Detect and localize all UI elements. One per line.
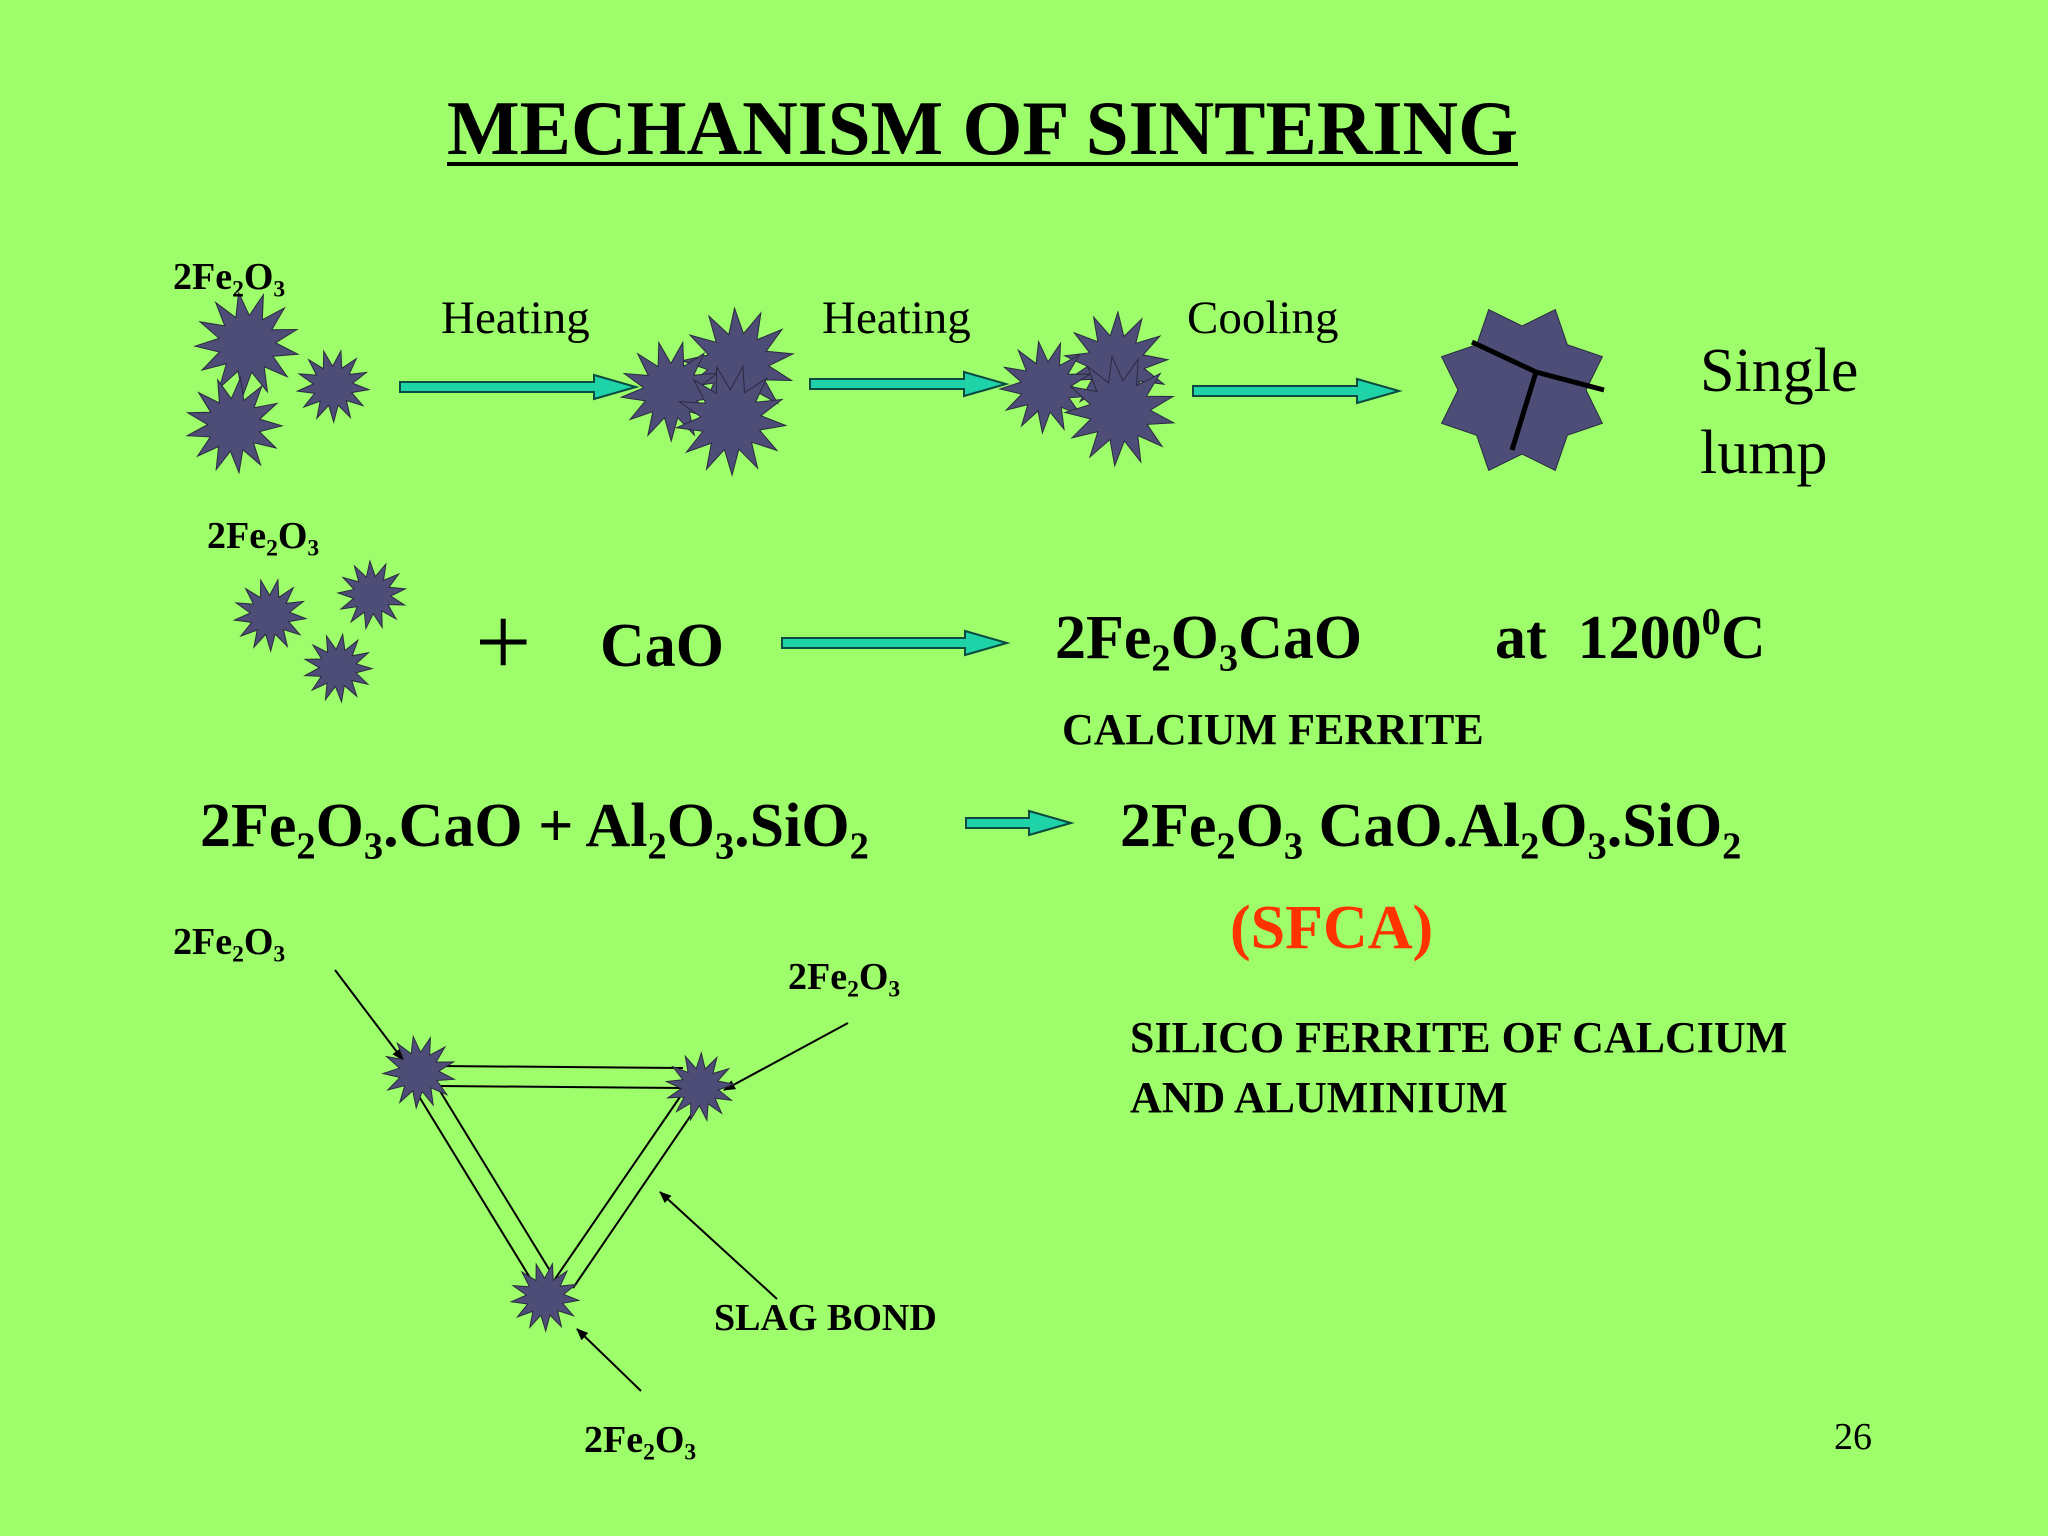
diagram-label-top-left: 2Fe2O3 <box>173 921 286 968</box>
step-heating-1-label: Heating <box>441 292 590 344</box>
particle-icon <box>509 1261 581 1333</box>
slag-bond-line <box>554 1093 683 1280</box>
particle-icon <box>998 339 1093 435</box>
diagram-label-top-right: 2Fe2O3 <box>788 956 901 1003</box>
plus-sign: + <box>475 586 532 697</box>
particle-icon <box>303 632 374 704</box>
cooling-arrow <box>1192 377 1403 405</box>
particle-icon <box>1063 354 1176 468</box>
pointer-arrow-bottom <box>576 1328 642 1392</box>
heating-arrow-2 <box>809 370 1010 398</box>
particle-icon <box>185 375 284 475</box>
particle-icon <box>674 364 788 477</box>
slag-bond-line <box>439 1085 684 1089</box>
particle-icon <box>193 290 300 398</box>
slag-bond-line <box>431 1077 553 1275</box>
slag-bond-label: SLAG BOND <box>714 1297 937 1339</box>
reaction-arrow-sfca <box>965 809 1075 837</box>
pointer-arrow-top-right <box>723 1022 849 1091</box>
pointer-arrow-top-left <box>334 969 404 1061</box>
pointer-arrow-slag-bond <box>659 1191 778 1300</box>
slag-bond-line <box>572 1101 701 1289</box>
reactant-cao: CaO <box>600 612 724 680</box>
slag-bond-line <box>439 1065 684 1069</box>
particle-icon <box>336 559 408 631</box>
page-number: 26 <box>1834 1416 1872 1458</box>
particle-icon <box>232 578 308 653</box>
calcium-ferrite-formula: 2Fe2O3CaO <box>1055 604 1363 680</box>
particle-icon <box>664 1051 736 1123</box>
row1-formula-label: 2Fe2O3 <box>173 256 286 303</box>
sfca-reaction-rhs: 2Fe2O3 CaO.Al2O3.SiO2 <box>1120 792 1742 868</box>
sfca-abbreviation: (SFCA) <box>1230 894 1434 962</box>
temperature-condition: at 12000C <box>1495 601 1766 672</box>
diagram-label-bottom: 2Fe2O3 <box>584 1419 697 1466</box>
calcium-ferrite-name: CALCIUM FERRITE <box>1062 705 1484 754</box>
row2-formula-label: 2Fe2O3 <box>207 515 320 562</box>
single-lump-icon <box>1440 308 1604 472</box>
particle-icon <box>619 340 723 443</box>
particle-icon <box>381 1034 457 1110</box>
heating-arrow-1 <box>399 373 640 401</box>
reaction-arrow-calcium-ferrite <box>781 629 1011 657</box>
sfca-reaction-lhs: 2Fe2O3.CaO + Al2O3.SiO2 <box>200 792 869 868</box>
lump-crack-lines <box>1470 339 1605 451</box>
page-title: MECHANISM OF SINTERING <box>447 85 1518 171</box>
step-heating-2-label: Heating <box>822 292 971 344</box>
slag-bond-line <box>411 1084 533 1282</box>
step-cooling-label: Cooling <box>1187 292 1339 344</box>
particle-icon <box>295 349 371 424</box>
